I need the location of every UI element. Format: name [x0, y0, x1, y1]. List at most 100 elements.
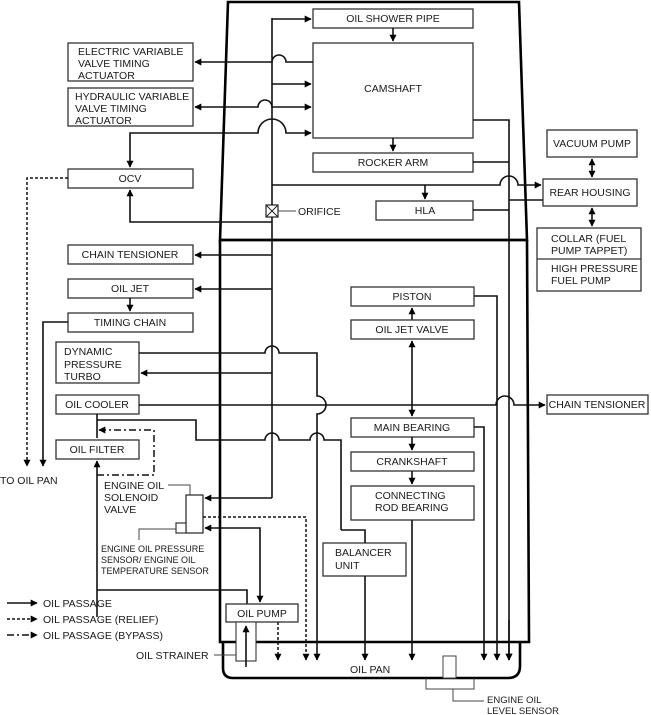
main-bearing-box: MAIN BEARING	[350, 417, 475, 438]
svg-text:OIL FILTER: OIL FILTER	[70, 444, 125, 456]
level-sensor-label-1: ENGINE OIL	[487, 695, 541, 706]
line-cooler-to-gallery	[97, 419, 342, 530]
svg-text:PUMP TAPPET): PUMP TAPPET)	[551, 245, 627, 257]
oil-pan-label: OIL PAN	[350, 664, 390, 676]
engine-oil-solenoid-valve	[175, 494, 204, 534]
svg-text:OIL COOLER: OIL COOLER	[65, 399, 129, 411]
oil-jet-valve-box: OIL JET VALVE	[350, 319, 475, 340]
to-oil-pan-label: TO OIL PAN	[0, 475, 58, 487]
dynamic-pressure-turbo-box: DYNAMIC PRESSURE TURBO	[55, 341, 140, 384]
oil-pump-box: OIL PUMP	[225, 603, 299, 623]
svg-text:OIL PASSAGE: OIL PASSAGE	[43, 598, 112, 610]
piston-box: PISTON	[350, 286, 475, 307]
solenoid-label-3: VALVE	[104, 504, 136, 516]
line-oil-cooler-to-chain-tensioner	[139, 395, 546, 409]
line-pump-to-solenoid	[204, 524, 264, 603]
svg-text:VALVE TIMING: VALVE TIMING	[78, 58, 150, 70]
svg-text:OIL PUMP: OIL PUMP	[237, 608, 287, 620]
svg-text:CONNECTING: CONNECTING	[375, 490, 446, 502]
line-pump-outlet-to-filter	[97, 589, 248, 604]
svg-text:MAIN BEARING: MAIN BEARING	[374, 422, 450, 434]
oil-shower-pipe-box: OIL SHOWER PIPE	[312, 8, 474, 29]
oil-jet-box: OIL JET	[67, 278, 194, 299]
ocv-box: OCV	[67, 168, 194, 189]
oil-strainer-label: OIL STRAINER	[136, 650, 209, 662]
level-sensor-label-2: LEVEL SENSOR	[487, 706, 559, 715]
line-turbo-return	[139, 345, 327, 661]
line-solenoid-relief	[203, 516, 310, 661]
svg-text:BALANCER: BALANCER	[335, 547, 392, 559]
svg-text:VALVE TIMING: VALVE TIMING	[75, 103, 147, 115]
svg-text:ELECTRIC VARIABLE: ELECTRIC VARIABLE	[78, 46, 183, 58]
cylinder-block-outline	[218, 239, 531, 644]
solenoid-label-1: ENGINE OIL	[104, 480, 164, 492]
svg-text:CAMSHAFT: CAMSHAFT	[364, 83, 422, 95]
svg-text:HLA: HLA	[415, 205, 435, 217]
svg-text:OIL SHOWER PIPE: OIL SHOWER PIPE	[346, 13, 440, 25]
chain-tensioner-right-box: CHAIN TENSIONER	[546, 394, 649, 415]
line-gallery-to-rear-housing	[272, 175, 542, 189]
line-ocv-to-camshaft	[126, 118, 312, 168]
camshaft-box: CAMSHAFT	[312, 42, 474, 139]
timing-chain-box: TIMING CHAIN	[67, 312, 194, 333]
svg-text:ACTUATOR: ACTUATOR	[78, 70, 135, 82]
svg-text:VACUUM PUMP: VACUUM PUMP	[553, 138, 631, 150]
svg-text:OCV: OCV	[119, 173, 142, 185]
svg-text:PISTON: PISTON	[393, 291, 432, 303]
line-filter-bypass	[97, 426, 155, 476]
svg-text:ACTUATOR: ACTUATOR	[75, 115, 132, 127]
oil-cooler-box: OIL COOLER	[55, 394, 140, 415]
svg-text:COLLAR (FUEL: COLLAR (FUEL	[551, 233, 626, 245]
svg-text:UNIT: UNIT	[335, 560, 360, 572]
balancer-unit-box: BALANCER UNIT	[322, 542, 407, 577]
oil-filter-box: OIL FILTER	[55, 439, 140, 460]
sensor-label-2: SENSOR/ ENGINE OIL	[101, 555, 196, 565]
svg-text:TURBO: TURBO	[64, 371, 101, 383]
chain-tensioner-left-box: CHAIN TENSIONER	[67, 244, 194, 265]
sensor-label-3: TEMPERATURE SENSOR	[101, 566, 209, 576]
svg-text:PRESSURE: PRESSURE	[64, 359, 122, 371]
line-orifice-to-ocv	[126, 189, 272, 223]
line-hydraulic-vvt	[194, 99, 312, 111]
crankshaft-box: CRANKSHAFT	[350, 451, 475, 472]
line-camshaft-to-electric-vvt	[194, 54, 313, 66]
line-ocv-relief-to-pan	[23, 177, 68, 467]
return-piston	[474, 295, 501, 661]
svg-text:OIL JET VALVE: OIL JET VALVE	[375, 324, 448, 336]
legend-item-solid: OIL PASSAGE	[7, 598, 112, 610]
orifice-label: ORIFICE	[298, 206, 341, 218]
svg-text:CHAIN TENSIONER: CHAIN TENSIONER	[82, 249, 179, 261]
svg-text:TIMING CHAIN: TIMING CHAIN	[94, 317, 166, 329]
solenoid-leader	[168, 484, 191, 495]
rocker-arm-box: ROCKER ARM	[312, 152, 474, 173]
vacuum-pump-box: VACUUM PUMP	[546, 129, 638, 158]
svg-text:DYNAMIC: DYNAMIC	[64, 346, 113, 358]
svg-text:ROCKER ARM: ROCKER ARM	[358, 157, 429, 169]
engine-oil-level-sensor	[425, 655, 475, 690]
connecting-rod-bearing-box: CONNECTING ROD BEARING	[350, 485, 475, 521]
return-main-bearing	[474, 426, 488, 661]
solenoid-label-2: SOLENOID	[104, 492, 159, 504]
level-sensor-leader	[452, 689, 484, 702]
return-camshaft	[473, 119, 513, 661]
svg-text:OIL PASSAGE (RELIEF): OIL PASSAGE (RELIEF)	[43, 614, 159, 626]
oil-pan-outline	[221, 642, 522, 680]
svg-text:CHAIN TENSIONER: CHAIN TENSIONER	[549, 399, 646, 411]
svg-text:REAR HOUSING: REAR HOUSING	[549, 187, 630, 199]
electric-vvt-box: ELECTRIC VARIABLE VALVE TIMING ACTUATOR	[67, 42, 194, 82]
svg-text:HIGH PRESSURE: HIGH PRESSURE	[551, 263, 638, 275]
svg-text:FUEL PUMP: FUEL PUMP	[551, 275, 611, 287]
svg-text:ROD BEARING: ROD BEARING	[375, 502, 449, 514]
orifice-symbol	[265, 204, 279, 218]
line-gallery-to-balancer	[341, 529, 366, 543]
svg-text:OIL PASSAGE (BYPASS): OIL PASSAGE (BYPASS)	[43, 630, 163, 642]
collar-fuel-pump-box: COLLAR (FUEL PUMP TAPPET) HIGH PRESSURE …	[536, 227, 642, 292]
legend-item-bypass: OIL PASSAGE (BYPASS)	[7, 630, 163, 642]
svg-text:OIL JET: OIL JET	[111, 283, 150, 295]
line-timing-chain-to-pan	[39, 321, 68, 467]
legend-item-relief: OIL PASSAGE (RELIEF)	[7, 614, 159, 626]
rear-housing-box: REAR HOUSING	[542, 178, 638, 207]
hydraulic-vvt-box: HYDRAULIC VARIABLE VALVE TIMING ACTUATOR	[67, 87, 194, 127]
sensor-leader	[138, 528, 176, 540]
